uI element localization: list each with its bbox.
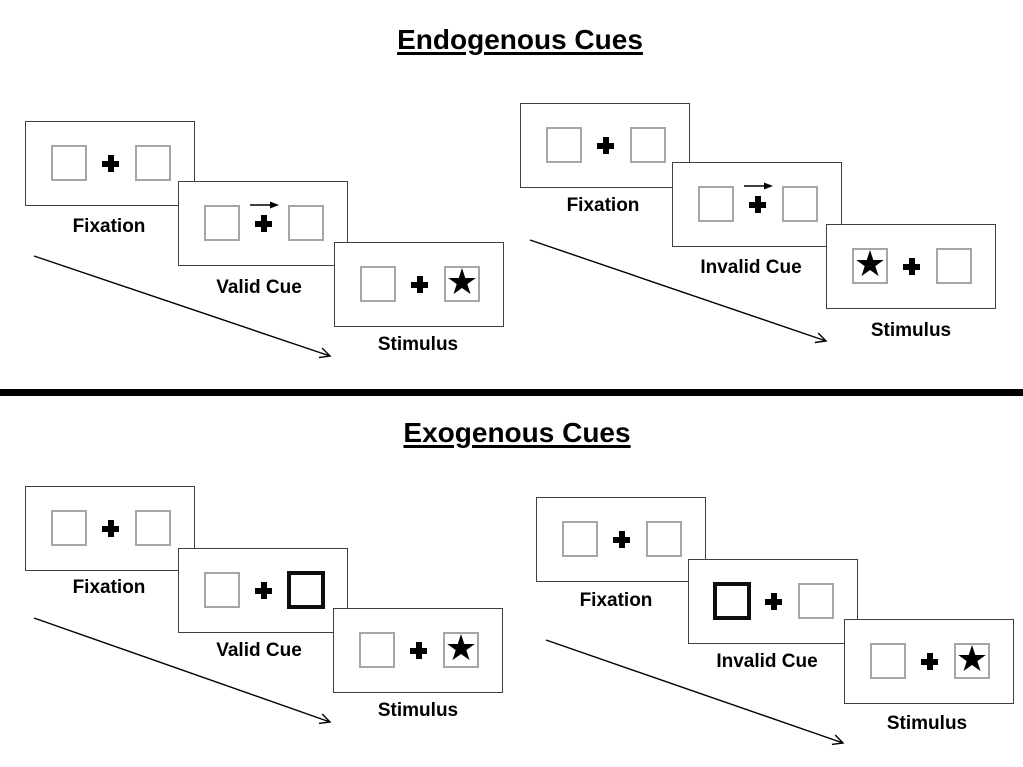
panel-label: Stimulus bbox=[377, 334, 459, 355]
timeline-arrow-exogenous-valid bbox=[33, 617, 332, 725]
stimulus-panel: ★ bbox=[844, 619, 1014, 704]
star-icon: ★ bbox=[955, 638, 989, 680]
star-icon: ★ bbox=[853, 243, 887, 285]
panel-label: Fixation bbox=[566, 195, 640, 216]
fixation-panel bbox=[520, 103, 690, 188]
fixation-cross-icon bbox=[597, 137, 614, 154]
left-box bbox=[204, 572, 240, 608]
right-box bbox=[135, 145, 171, 181]
right-arrow-icon bbox=[250, 201, 279, 209]
right-box bbox=[646, 521, 682, 557]
fixation-cross-icon bbox=[749, 196, 766, 213]
right-box: ★ bbox=[444, 261, 480, 303]
fixation-cross-icon bbox=[765, 593, 782, 610]
fixation-cross-icon bbox=[255, 215, 272, 232]
right-box bbox=[288, 205, 324, 241]
highlighted-left-box bbox=[713, 582, 751, 620]
right-box bbox=[135, 510, 171, 546]
panel-label: Valid Cue bbox=[216, 277, 302, 298]
fixation-cross-icon bbox=[921, 653, 938, 670]
right-box bbox=[798, 583, 834, 619]
fixation-panel bbox=[25, 121, 195, 206]
panel-label: Fixation bbox=[579, 590, 653, 611]
timeline-arrow-endogenous-valid bbox=[33, 255, 332, 359]
valid-cue-panel bbox=[178, 181, 348, 266]
stimulus-panel: ★ bbox=[333, 608, 503, 693]
fixation-panel bbox=[536, 497, 706, 582]
panel-label: Fixation bbox=[72, 216, 146, 237]
fixation-cross-icon bbox=[255, 582, 272, 599]
left-box bbox=[204, 205, 240, 241]
section-title-exogenous: Exogenous Cues bbox=[403, 417, 631, 448]
left-box bbox=[360, 266, 396, 302]
panel-label: Stimulus bbox=[886, 713, 968, 734]
left-box bbox=[51, 145, 87, 181]
fixation-cross-icon bbox=[102, 155, 119, 172]
left-box bbox=[870, 643, 906, 679]
panel-label: Invalid Cue bbox=[716, 651, 818, 672]
left-box bbox=[51, 510, 87, 546]
star-icon: ★ bbox=[444, 627, 478, 669]
right-box bbox=[782, 186, 818, 222]
invalid-cue-panel bbox=[672, 162, 842, 247]
fixation-cross-icon bbox=[410, 642, 427, 659]
right-box: ★ bbox=[443, 627, 479, 669]
fixation-cross-icon bbox=[102, 520, 119, 537]
left-box: ★ bbox=[852, 243, 888, 285]
right-arrow-icon bbox=[744, 182, 773, 190]
panel-label: Fixation bbox=[72, 577, 146, 598]
stimulus-panel: ★ bbox=[826, 224, 996, 309]
section-title-endogenous: Endogenous Cues bbox=[397, 24, 643, 55]
left-box bbox=[562, 521, 598, 557]
panel-label: Valid Cue bbox=[216, 640, 302, 661]
left-box bbox=[546, 127, 582, 163]
right-box: ★ bbox=[954, 638, 990, 680]
right-box bbox=[936, 248, 972, 284]
fixation-cross-icon bbox=[903, 258, 920, 275]
timeline-arrow-endogenous-invalid bbox=[529, 239, 828, 344]
left-box bbox=[359, 632, 395, 668]
highlighted-right-box bbox=[287, 571, 325, 609]
panel-label: Stimulus bbox=[870, 320, 952, 341]
fixation-panel bbox=[25, 486, 195, 571]
panel-label: Stimulus bbox=[377, 700, 459, 721]
valid-cue-panel bbox=[178, 548, 348, 633]
fixation-cross-icon bbox=[411, 276, 428, 293]
section-divider bbox=[0, 389, 1023, 396]
left-box bbox=[698, 186, 734, 222]
right-box bbox=[630, 127, 666, 163]
invalid-cue-panel bbox=[688, 559, 858, 644]
star-icon: ★ bbox=[445, 261, 479, 303]
fixation-cross-icon bbox=[613, 531, 630, 548]
panel-label: Invalid Cue bbox=[700, 257, 802, 278]
stimulus-panel: ★ bbox=[334, 242, 504, 327]
